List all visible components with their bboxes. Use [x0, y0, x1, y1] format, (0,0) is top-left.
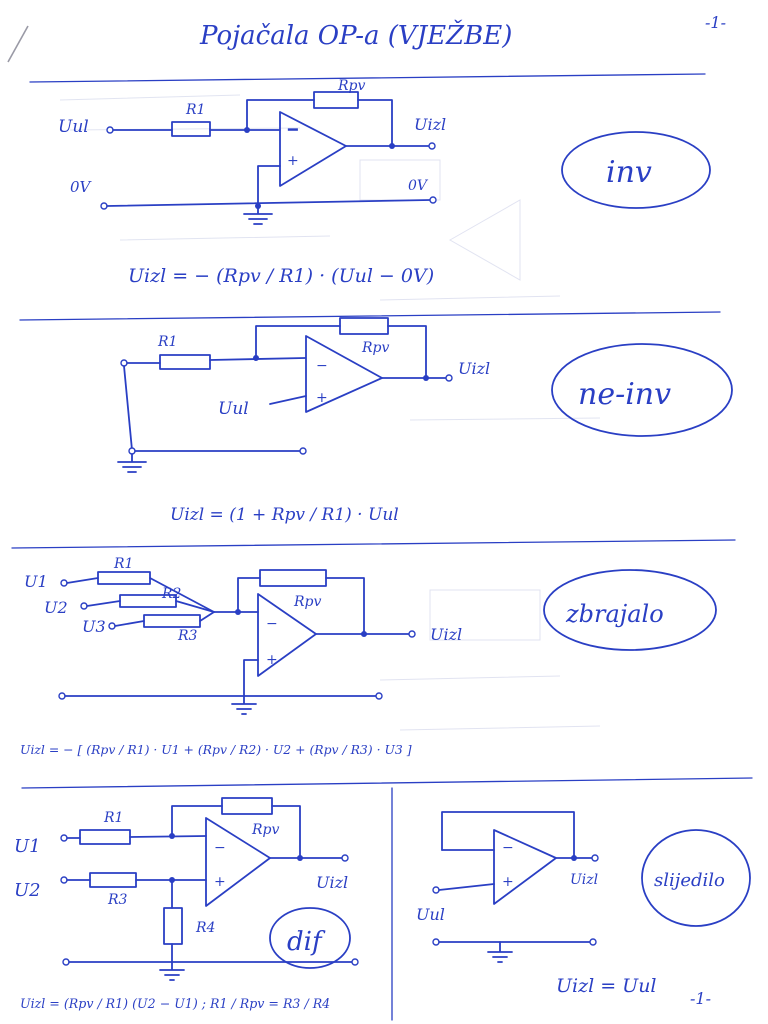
- inverting-output-label: Uizl: [414, 115, 446, 134]
- inverting-zero-right: 0V: [408, 178, 429, 194]
- svg-text:−: −: [214, 840, 226, 856]
- divider-2: [19, 311, 721, 321]
- summing-input-u1: U1: [24, 572, 48, 591]
- follower-badge: slijedilo: [654, 870, 725, 891]
- differential-r1-resistor: [79, 829, 131, 845]
- summing-rpv-resistor: [259, 569, 327, 587]
- differential-rpv-resistor: [221, 797, 273, 815]
- summing-output-label: Uizl: [430, 625, 462, 644]
- inverting-badge-circle: [561, 131, 711, 209]
- summing-badge-circle: [543, 569, 717, 651]
- inverting-r1-resistor: [171, 121, 211, 137]
- inverting-rpv-label: Rpv: [337, 78, 366, 94]
- svg-text:−: −: [287, 122, 299, 138]
- differential-r4-label: R4: [195, 920, 215, 936]
- differential-formula: Uizl = (Rpv / R1) (U2 − U1) ; R1 / Rpv =…: [20, 996, 330, 1011]
- follower-output-label: Uizl: [570, 872, 598, 888]
- page-marker-top: -1-: [705, 13, 726, 32]
- inverting-r1-label: R1: [185, 102, 205, 118]
- noninverting-rpv-label: Rpv: [361, 340, 390, 356]
- differential-r3-label: R3: [107, 892, 128, 908]
- divider-3: [11, 539, 736, 549]
- differential-badge-circle: [269, 907, 351, 969]
- summing-r1-label: R1: [113, 556, 133, 572]
- paper-showthrough: [59, 94, 601, 731]
- noninverting-rpv-resistor: [339, 317, 389, 335]
- follower-opamp: [493, 829, 557, 905]
- noninverting-opamp: [305, 335, 383, 413]
- inverting-rpv-resistor: [313, 91, 359, 109]
- divider-1: [29, 73, 706, 83]
- differential-r1-label: R1: [103, 810, 123, 826]
- follower-ground-icon: [487, 941, 513, 963]
- summing-circuit: U1 U2 U3 R1 R2 R3 Rpv − + Uizl: [24, 556, 462, 715]
- differential-input-u2: U2: [14, 880, 41, 901]
- summing-r2-label: R2: [161, 586, 182, 602]
- differential-badge: dif: [287, 927, 326, 957]
- noninverting-circuit: R1 Rpv − + Uizl Uul: [117, 317, 490, 473]
- noninverting-badge: ne-inv: [578, 377, 671, 412]
- noninverting-r1-label: R1: [157, 334, 177, 350]
- noninverting-r1-resistor: [159, 354, 211, 370]
- differential-input-u1: U1: [14, 836, 41, 857]
- inverting-badge: inv: [606, 155, 652, 190]
- noninverting-input-label: Uul: [218, 399, 249, 419]
- summing-r1-resistor: [97, 571, 151, 585]
- summing-ground-icon: [231, 695, 257, 715]
- summing-r3-resistor: [143, 614, 201, 628]
- inverting-circuit: Uul R1 Rpv − + Uizl 0V 0V: [58, 78, 446, 225]
- noninverting-ground-icon: [117, 453, 147, 473]
- differential-r4-resistor: [163, 907, 183, 945]
- differential-ground-icon: [159, 961, 185, 981]
- noninverting-formula: Uizl = (1 + Rpv / R1) · Uul: [170, 505, 399, 525]
- summing-rpv-label: Rpv: [293, 594, 322, 610]
- follower-circuit: − + Uizl Uul: [416, 811, 599, 963]
- svg-text:+: +: [287, 153, 299, 169]
- inverting-opamp: [279, 111, 347, 187]
- inverting-ground-icon: [243, 205, 273, 225]
- differential-r3-resistor: [89, 872, 137, 888]
- follower-input-label: Uul: [416, 905, 445, 924]
- inverting-zero-left: 0V: [70, 178, 93, 196]
- page-title: Pojačala OP-a (VJEŽBE): [199, 19, 512, 51]
- differential-opamp: [205, 817, 271, 907]
- inverting-formula: Uizl = − (Rpv / R1) · (Uul − 0V): [128, 265, 434, 287]
- svg-text:−: −: [266, 616, 278, 632]
- inverting-input-label: Uul: [58, 117, 89, 137]
- summing-opamp: [257, 593, 317, 677]
- svg-text:+: +: [316, 390, 328, 406]
- summing-r3-label: R3: [177, 628, 198, 644]
- svg-text:+: +: [502, 874, 514, 890]
- follower-badge-circle: [641, 829, 751, 927]
- svg-text:+: +: [266, 652, 278, 668]
- differential-rpv-label: Rpv: [251, 822, 280, 838]
- svg-text:−: −: [502, 840, 514, 856]
- summing-input-u3: U3: [82, 617, 106, 636]
- divider-4: [21, 777, 753, 789]
- differential-output-label: Uizl: [316, 873, 348, 892]
- summing-formula: Uizl = − [ (Rpv / R1) · U1 + (Rpv / R2) …: [20, 742, 412, 757]
- margin-mark: [7, 25, 29, 63]
- noninverting-output-label: Uizl: [458, 359, 490, 378]
- follower-formula: Uizl = Uul: [556, 975, 657, 997]
- svg-text:+: +: [214, 874, 226, 890]
- svg-text:−: −: [316, 358, 328, 374]
- differential-circuit: U1 U2 R1 Rpv − + Uizl R3 R4: [14, 797, 359, 981]
- summing-input-u2: U2: [44, 598, 68, 617]
- summing-badge: zbrajalo: [565, 600, 664, 628]
- noninverting-badge-circle: [551, 343, 733, 437]
- page-marker-bottom: -1-: [690, 989, 711, 1008]
